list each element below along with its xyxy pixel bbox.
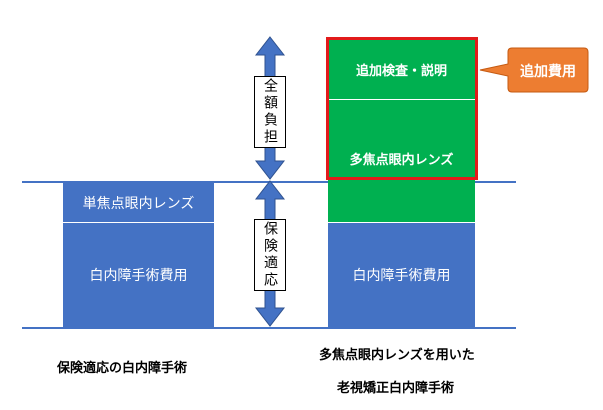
green-divider xyxy=(328,99,475,100)
callout-label: 追加費用 xyxy=(520,64,576,80)
full-pay-label-box: 全額負担 xyxy=(254,76,286,148)
right-caption-line2: 老視矯正白内障手術 xyxy=(337,381,455,396)
monofocal-lens-box: 単焦点眼内レンズ xyxy=(63,183,214,222)
monofocal-lens-label: 単焦点眼内レンズ xyxy=(82,195,195,212)
additional-exam-label: 追加検査・説明 xyxy=(355,63,447,79)
additional-exam-box: 追加検査・説明 xyxy=(328,39,475,99)
multifocal-lens-label: 多焦点眼内レンズ xyxy=(349,153,454,168)
left-cataract-cost-label: 白内障手術費用 xyxy=(89,268,188,284)
additional-cost-callout xyxy=(479,47,589,93)
callout-label-box: 追加費用 xyxy=(508,49,588,93)
multifocal-lens-box: 多焦点眼内レンズ xyxy=(328,100,475,222)
bottom-boundary-line xyxy=(22,327,516,329)
right-cataract-cost-label: 白内障手術費用 xyxy=(352,268,451,284)
full-pay-label: 全額負担 xyxy=(262,78,278,146)
right-cataract-cost-box: 白内障手術費用 xyxy=(328,223,475,327)
left-cataract-cost-box: 白内障手術費用 xyxy=(63,223,214,327)
right-caption-line1: 多焦点眼内レンズを用いた xyxy=(319,348,475,363)
left-caption: 保険適応の白内障手術 xyxy=(57,361,188,376)
right-divider xyxy=(328,222,475,223)
additional-cost-frame xyxy=(326,37,478,180)
insurance-label-box: 保険適応 xyxy=(254,219,286,291)
left-divider xyxy=(63,222,214,223)
insurance-label: 保険適応 xyxy=(262,221,278,289)
